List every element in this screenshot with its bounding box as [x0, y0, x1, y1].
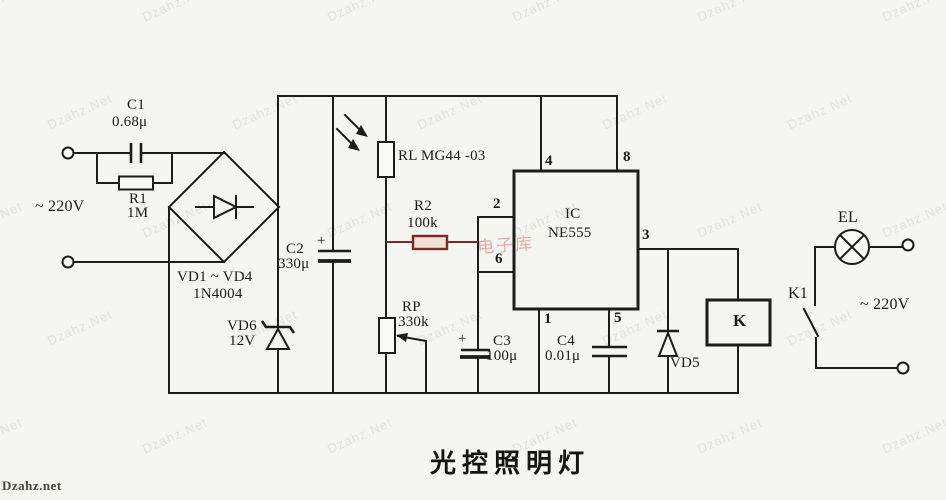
capacitor-c4-symbol: [592, 345, 627, 358]
k1-switch-name: K1: [788, 285, 808, 302]
c4-name: C4: [557, 333, 575, 349]
r2-name: R2: [414, 198, 432, 214]
ic-pin-1: 1: [544, 311, 552, 327]
capacitor-c1-symbol: [129, 143, 143, 163]
r1-name: R1: [129, 191, 147, 207]
ic-pin-2: 2: [493, 196, 501, 212]
vd5-name: VD5: [670, 355, 700, 371]
capacitor-c3-symbol: [460, 348, 490, 359]
vd6-value: 12V: [229, 333, 256, 349]
c2-value: 330μ: [278, 256, 310, 272]
site-watermark: Dzahz.net: [2, 478, 62, 493]
c4-value: 0.01μ: [545, 348, 581, 364]
red-stamp-watermark: 电子库: [476, 234, 535, 257]
relay-k-box: [705, 298, 772, 347]
resistor-r1-symbol: [118, 175, 154, 191]
lamp-el-icon: [834, 229, 870, 265]
photoresistor-rl-symbol: [335, 113, 395, 178]
c1-value: 0.68μ: [112, 114, 148, 130]
ic-ne555-box: [512, 169, 640, 311]
capacitor-c2-symbol: [318, 249, 351, 263]
diagram-title: 光控照明灯: [429, 449, 590, 478]
ic-value: NE555: [548, 225, 592, 241]
c1-name: C1: [127, 97, 145, 113]
r1-value: 1M: [127, 205, 149, 221]
c3-value: 100μ: [486, 348, 518, 364]
ac-right-label: ~ 220V: [860, 296, 910, 313]
diode-vd5-symbol: [657, 329, 679, 357]
c2-name: C2: [286, 241, 304, 257]
c3-polarity: +: [458, 331, 467, 347]
ic-pin-4: 4: [545, 153, 553, 169]
bridge-name: VD1 ~ VD4: [177, 269, 253, 285]
r2-value: 100k: [407, 215, 438, 231]
ic-pin-6: 6: [495, 251, 503, 267]
zener-vd6-symbol: [260, 320, 296, 350]
vd6-name: VD6: [227, 318, 257, 334]
ic-pin-8: 8: [623, 149, 631, 165]
rp-value: 330k: [398, 314, 429, 330]
bridge-value: 1N4004: [193, 286, 243, 302]
ic-pin-5: 5: [614, 310, 622, 326]
el-lamp-name: EL: [838, 209, 858, 226]
bridge-rectifier-symbol: [167, 150, 281, 264]
rl-label: RL MG44 -03: [398, 148, 486, 164]
ic-pin-3: 3: [642, 227, 650, 243]
ic-name: IC: [565, 206, 581, 222]
relay-k-name: K: [733, 311, 747, 330]
resistor-r2-symbol: [386, 234, 478, 251]
wires: [72, 95, 904, 394]
rp-name: RP: [402, 299, 421, 315]
potentiometer-rp-symbol: [378, 317, 408, 354]
c2-polarity: +: [317, 233, 326, 249]
terminal-icons: [61, 146, 915, 375]
c3-name: C3: [493, 333, 511, 349]
ac-left-label: ~ 220V: [35, 198, 85, 215]
